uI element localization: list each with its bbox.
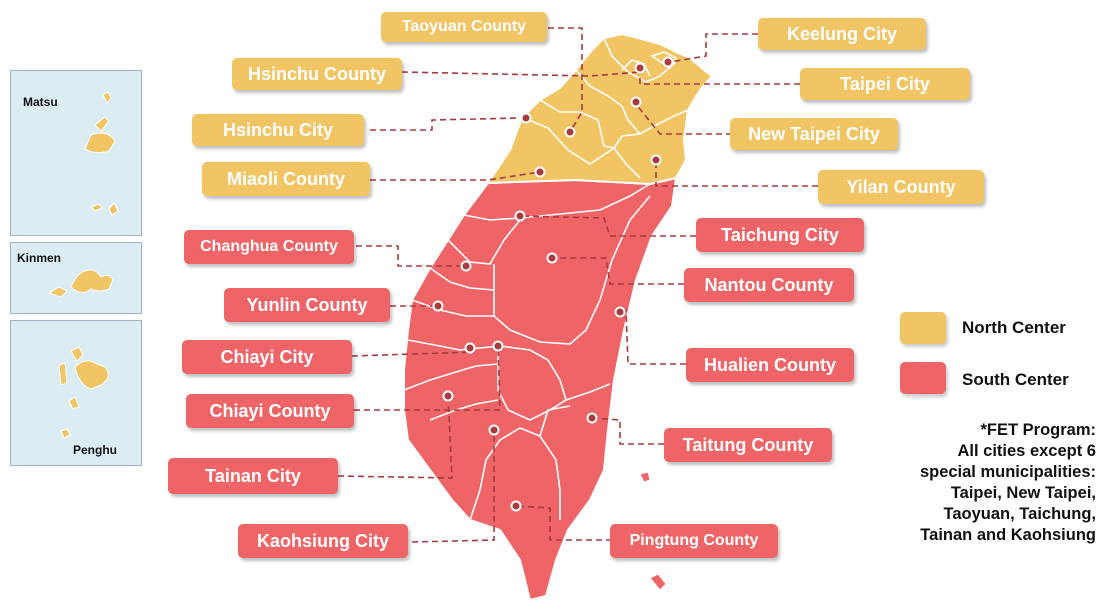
marker-hsinchu-city <box>520 112 532 124</box>
label-taichung-city: Taichung City <box>696 218 864 252</box>
penghu-islands <box>58 346 109 439</box>
label-yunlin-county: Yunlin County <box>224 288 390 322</box>
green-island <box>639 471 651 483</box>
label-hsinchu-county: Hsinchu County <box>232 58 402 90</box>
marker-pingtung <box>510 500 522 512</box>
label-changhua-county: Changhua County <box>184 230 354 264</box>
label-pingtung-county: Pingtung County <box>610 524 778 558</box>
kinmen-islands <box>47 269 114 298</box>
matsu-islands <box>84 91 119 216</box>
note-line: special municipalities: <box>919 463 1096 481</box>
inset-label-matsu: Matsu <box>23 95 58 109</box>
county-markers <box>432 56 674 512</box>
note-line: All cities except 6 <box>957 442 1097 460</box>
label-kaohsiung-city: Kaohsiung City <box>238 524 408 558</box>
legend-label-north: North Center <box>962 318 1066 337</box>
inset-label-penghu: Penghu <box>73 443 117 457</box>
note-line: Tainan and Kaohsiung <box>920 526 1096 544</box>
note-line: *FET Program: <box>980 421 1096 439</box>
inset-kinmen: Kinmen <box>10 242 142 314</box>
marker-taoyuan <box>564 126 576 138</box>
marker-new-taipei <box>630 96 642 108</box>
marker-chiayi-county <box>492 340 504 352</box>
fet-program-note: *FET Program: All cities except 6 specia… <box>848 420 1096 546</box>
label-hualien-county: Hualien County <box>686 348 854 382</box>
legend-swatch-south <box>900 362 946 394</box>
marker-kaohsiung <box>488 424 500 436</box>
label-chiayi-county: Chiayi County <box>186 394 354 428</box>
marker-hualien <box>614 306 626 318</box>
south-region <box>403 176 678 602</box>
legend-label-south: South Center <box>962 370 1069 389</box>
north-region <box>486 32 714 186</box>
marker-taitung <box>586 412 598 424</box>
marker-nantou <box>546 252 558 264</box>
marker-keelung <box>662 56 674 68</box>
label-taoyuan-county: Taoyuan County <box>381 12 547 42</box>
marker-taichung <box>514 210 526 222</box>
label-taitung-county: Taitung County <box>664 428 832 462</box>
marker-taipei <box>634 62 646 74</box>
label-hsinchu-city: Hsinchu City <box>192 114 364 146</box>
marker-miaoli <box>534 166 546 178</box>
note-line: Taipei, New Taipei, <box>950 484 1096 502</box>
inset-penghu: Penghu <box>10 320 142 466</box>
marker-tainan <box>442 390 454 402</box>
marker-changhua <box>460 260 472 272</box>
marker-chiayi-city <box>464 342 476 354</box>
inset-label-kinmen: Kinmen <box>17 251 62 265</box>
orchid-island <box>649 573 667 591</box>
south-county-boundaries <box>403 183 651 521</box>
label-nantou-county: Nantou County <box>684 268 854 302</box>
label-tainan-city: Tainan City <box>168 458 338 494</box>
legend-swatch-north <box>900 312 946 344</box>
label-taipei-city: Taipei City <box>800 68 970 100</box>
marker-yunlin <box>432 300 444 312</box>
label-yilan-county: Yilan County <box>818 170 984 204</box>
label-miaoli-county: Miaoli County <box>202 162 370 196</box>
inset-matsu: Matsu <box>10 70 142 236</box>
north-county-boundaries <box>523 37 689 179</box>
label-keelung-city: Keelung City <box>758 18 926 50</box>
note-line: Taoyuan, Taichung, <box>943 505 1096 523</box>
marker-yilan <box>650 154 662 166</box>
label-chiayi-city: Chiayi City <box>182 340 352 374</box>
label-new-taipei-city: New Taipei City <box>730 118 898 150</box>
